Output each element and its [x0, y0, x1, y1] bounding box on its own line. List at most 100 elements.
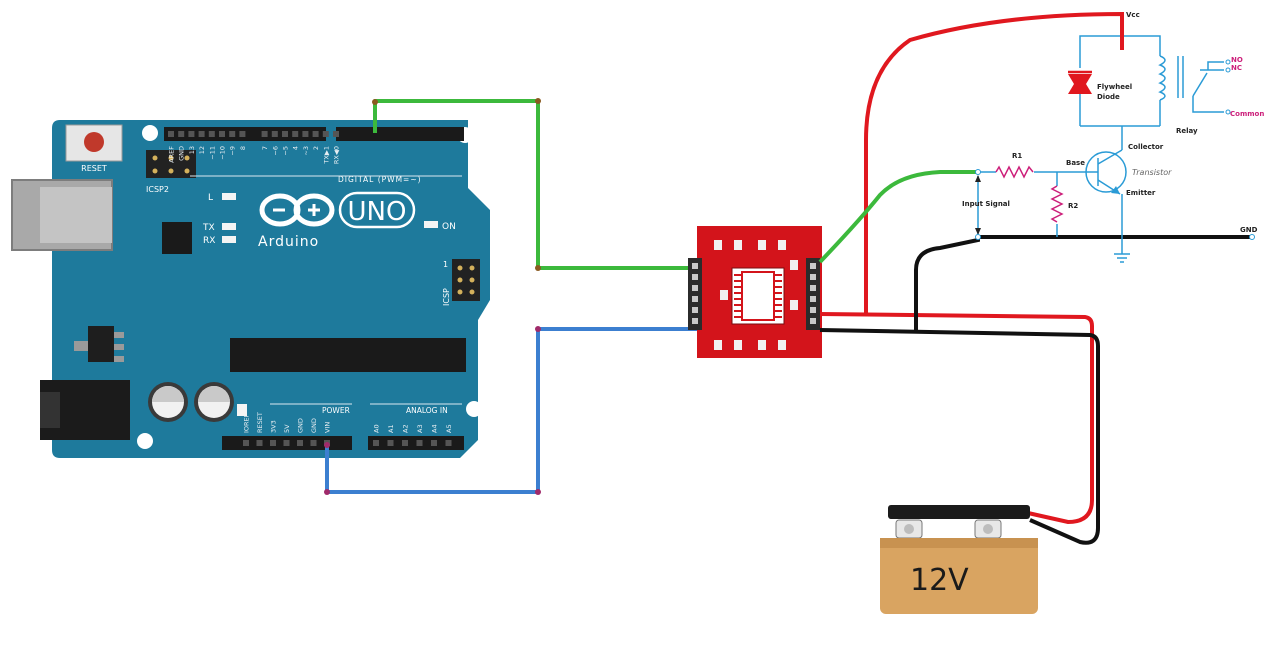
pin-label: A2 — [402, 424, 410, 433]
digital-pin — [188, 131, 195, 137]
module-pin — [692, 318, 698, 324]
icsp2-header — [146, 150, 196, 178]
wire-blue-ground — [324, 326, 697, 495]
pin-label: ~10 — [219, 146, 227, 160]
digital-pin-holes — [168, 131, 339, 137]
led-rx — [222, 236, 236, 243]
power-pin — [256, 440, 263, 446]
gnd-terminal — [1249, 234, 1255, 240]
digital-pin — [282, 131, 288, 137]
wire-black-gnd — [819, 235, 1252, 545]
pin-label: 5V — [283, 424, 291, 433]
module-pin — [692, 296, 698, 302]
small-led — [237, 404, 247, 416]
pin-label: 8 — [239, 146, 247, 150]
diode-label: Diode — [1097, 93, 1120, 101]
analog-pin — [445, 440, 452, 446]
module-pad — [714, 340, 722, 350]
pin-label: 7 — [261, 146, 269, 150]
digital-pin — [178, 131, 185, 137]
analog-label: ANALOG IN — [406, 406, 448, 415]
module-pin — [810, 274, 816, 280]
analog-pin — [387, 440, 394, 446]
pin-label: A0 — [373, 424, 381, 433]
uno-badge — [338, 191, 416, 229]
module-pin — [810, 307, 816, 313]
pin-label: 13 — [188, 146, 196, 154]
flywheel-label: Flywheel — [1097, 83, 1132, 91]
module-pad — [790, 260, 798, 270]
pin-label: ~6 — [271, 146, 279, 156]
module-pad — [714, 240, 722, 250]
led-l-label: L — [208, 193, 213, 203]
icsp-header — [452, 259, 480, 301]
r2-label: R2 — [1068, 202, 1078, 210]
digital-label: DIGITAL (PWM=~) — [338, 175, 422, 184]
wire-red-vcc — [819, 11, 1124, 525]
pin-label: IOREF — [243, 413, 251, 433]
digital-pin — [261, 131, 268, 137]
dc-jack-opening — [40, 392, 60, 428]
icsp-pin1-label: 1 — [443, 260, 448, 269]
module-pad — [758, 240, 766, 250]
pin-label: A4 — [431, 424, 439, 433]
capacitor-1 — [148, 382, 188, 422]
digital-pin — [312, 131, 319, 137]
power-pin — [310, 440, 317, 446]
module-pin — [692, 274, 698, 280]
led-tx — [222, 223, 236, 230]
module-pad — [734, 340, 742, 350]
common-label: Common — [1230, 110, 1264, 118]
transistor-label: Transistor — [1132, 168, 1172, 177]
relay-label: Relay — [1176, 127, 1198, 135]
arrow-up-icon — [975, 175, 981, 182]
battery-12v: 12V — [880, 505, 1038, 614]
common-terminal — [1225, 109, 1231, 115]
pin-label: AREF — [168, 146, 176, 163]
analog-pin — [431, 440, 437, 446]
pin-label: GND — [297, 418, 305, 433]
base-label: Base — [1066, 159, 1085, 167]
collector-label: Collector — [1128, 143, 1164, 151]
pin-label: ~3 — [302, 146, 310, 156]
module-pad — [758, 340, 766, 350]
pin-label: 12 — [198, 146, 206, 154]
gnd-label: GND — [1240, 226, 1258, 234]
led-on — [424, 221, 438, 228]
digital-pin — [239, 131, 246, 137]
pin-label: RX◀0 — [333, 146, 341, 164]
power-pin — [283, 440, 290, 446]
pin-label: 2 — [312, 146, 320, 150]
vcc-label: Vcc — [1126, 11, 1140, 19]
pin-label: ~9 — [229, 146, 237, 156]
icsp2-label: ICSP2 — [146, 185, 169, 194]
digital-pin — [271, 131, 278, 137]
mounting-hole — [466, 401, 482, 417]
arrow-down-icon — [975, 228, 981, 235]
power-pin — [270, 440, 276, 446]
pin-label: RESET — [256, 412, 264, 433]
mounting-hole — [137, 433, 153, 449]
power-pin — [243, 440, 249, 446]
emitter-arrow-icon — [1111, 186, 1120, 194]
digital-pin — [333, 131, 339, 137]
reset-label: RESET — [81, 164, 107, 173]
led-l — [222, 193, 236, 200]
led-tx-label: TX — [202, 223, 215, 233]
module-header-left — [688, 258, 702, 330]
battery-top — [888, 505, 1030, 519]
module-pin — [810, 285, 816, 291]
pin-label: VIN — [324, 422, 332, 433]
mounting-hole — [142, 125, 158, 141]
r1-label: R1 — [1012, 152, 1022, 160]
led-rx-label: RX — [203, 236, 215, 246]
module-pad — [778, 340, 786, 350]
wire-green-input — [818, 170, 978, 264]
digital-pin — [229, 131, 236, 137]
input-node — [975, 169, 981, 175]
pin-label: ~11 — [208, 146, 216, 160]
resistor-r1-icon — [995, 165, 1034, 179]
